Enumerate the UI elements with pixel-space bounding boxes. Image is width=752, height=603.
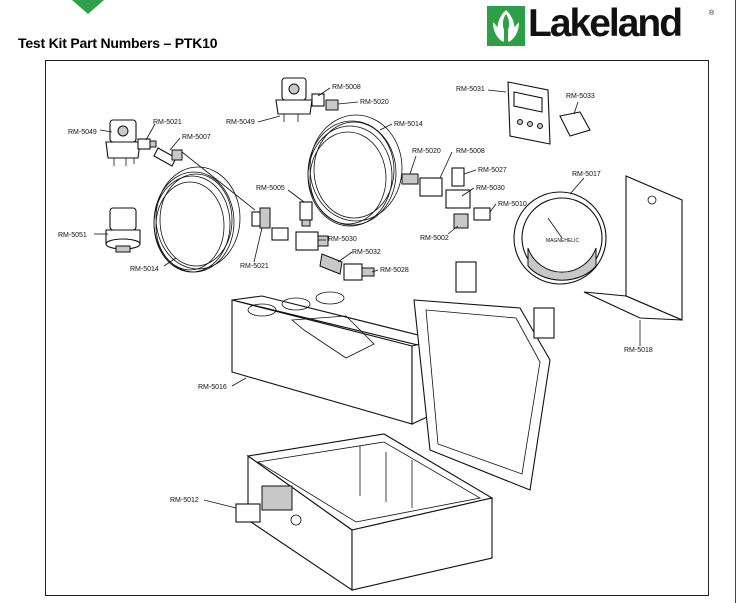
- label-rm5030-middle: RM-5030: [328, 236, 357, 243]
- label-rm5016: RM-5016: [198, 384, 227, 391]
- label-rm5008-right: RM-5008: [456, 148, 485, 155]
- fitting-rm5008-right: [419, 177, 443, 197]
- label-rm5018: RM-5018: [624, 347, 653, 354]
- logo-mark: [487, 6, 525, 46]
- tube-rm5032: [319, 253, 343, 275]
- logo-wordmark: Lakeland: [528, 2, 683, 45]
- page-title: Test Kit Part Numbers – PTK10: [18, 35, 218, 51]
- label-rm5030-right: RM-5030: [476, 185, 505, 192]
- corner-marker: [72, 0, 104, 14]
- cap-rm5002: [453, 213, 469, 229]
- label-rm5032: RM-5032: [352, 249, 381, 256]
- label-rm5027: RM-5027: [478, 167, 507, 174]
- label-rm5017: RM-5017: [572, 171, 601, 178]
- label-rm5014-left: RM-5014: [130, 266, 159, 273]
- fitting-rm5005: [299, 201, 313, 227]
- label-rm5010: RM-5010: [498, 201, 527, 208]
- label-rm5028: RM-5028: [380, 267, 409, 274]
- label-rm5021-upper: RM-5021: [153, 119, 182, 126]
- label-rm5031: RM-5031: [456, 86, 485, 93]
- leader-lines: [94, 87, 641, 509]
- label-rm5002: RM-5002: [420, 235, 449, 242]
- fitting-rm5007: [153, 147, 256, 211]
- fitting-rm5020-top: [325, 99, 339, 111]
- timer-rm5031: [507, 81, 551, 145]
- tee-rm5030-middle: [271, 227, 329, 251]
- fitting-rm5008-top: [311, 93, 325, 107]
- fitting-rm5020-right: [401, 173, 419, 185]
- sensor-rm5049-top: [275, 77, 313, 122]
- label-rm5051: RM-5051: [58, 232, 87, 239]
- fitting-rm5021-lower: [251, 207, 271, 229]
- gauge-rm5017: MAGNEHELIC: [513, 191, 607, 285]
- label-rm5049-top: RM-5049: [226, 119, 255, 126]
- label-rm5014-right: RM-5014: [394, 121, 423, 128]
- gauge-brand-text: MAGNEHELIC: [546, 238, 579, 244]
- diagram-frame: [45, 60, 709, 596]
- label-rm5021-lower: RM-5021: [240, 263, 269, 270]
- label-rm5012: RM-5012: [170, 497, 199, 504]
- fitting-rm5021-left: [137, 138, 157, 150]
- part-labels: RM-5049 RM-5021 RM-5007 RM-5051 RM-5014 …: [58, 84, 653, 504]
- tubing-coil-left: [153, 166, 241, 273]
- label-rm5020-right: RM-5020: [412, 148, 441, 155]
- tubing-coil-right: [307, 114, 403, 227]
- bracket-rm5018: [583, 175, 683, 321]
- fitting-rm5028: [343, 263, 375, 281]
- case-rm5012: [235, 261, 555, 592]
- label-rm5020-top: RM-5020: [360, 99, 389, 106]
- fitting-rm5010: [473, 207, 491, 221]
- label-rm5008-top: RM-5008: [332, 84, 361, 91]
- logo-registered-mark: ®: [709, 10, 715, 17]
- battery-rm5033: [559, 111, 591, 137]
- sensor-rm5049-left: [105, 119, 141, 166]
- label-rm5033: RM-5033: [566, 93, 595, 100]
- label-rm5005: RM-5005: [256, 185, 285, 192]
- label-rm5049-left: RM-5049: [68, 129, 97, 136]
- lakeland-logo: Lakeland ®: [487, 2, 717, 48]
- label-rm5007: RM-5007: [182, 134, 211, 141]
- foam-insert-rm5016: [231, 291, 440, 425]
- fitting-rm5027: [451, 167, 465, 187]
- sensor-rm5051: [105, 207, 141, 253]
- page-edge-line: [735, 0, 736, 603]
